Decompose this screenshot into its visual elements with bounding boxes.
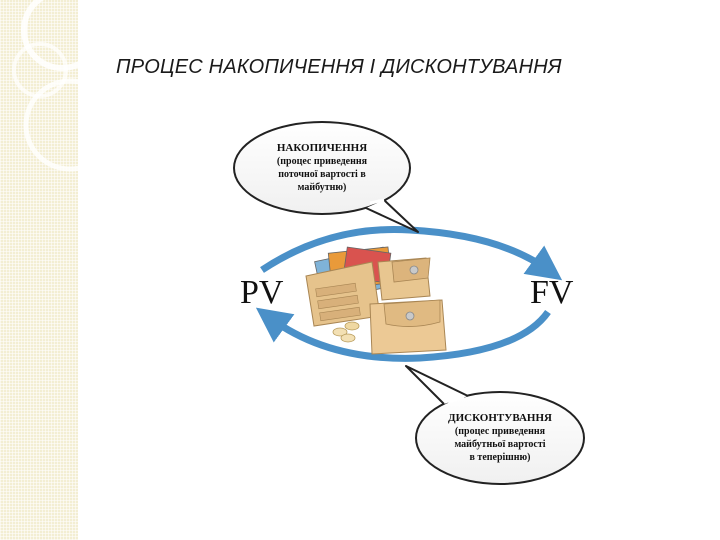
arrow-fv-to-pv (255, 307, 551, 362)
bottom-bubble-line: (процес приведення (454, 426, 546, 437)
bottom-bubble-line: в теперішню) (469, 452, 531, 463)
decorative-circles-icon (12, 0, 78, 172)
pv-label: PV (240, 274, 284, 311)
fv-label: FV (530, 274, 574, 311)
bottom-speech-bubble (405, 365, 585, 485)
top-bubble-line: поточної вартості в (278, 169, 366, 180)
bottom-bubble-text: ДИСКОНТУВАННЯ (процес приведення майбутн… (440, 412, 560, 464)
top-bubble-line: майбутню) (297, 182, 347, 193)
top-bubble-text: НАКОПИЧЕННЯ (процес приведення поточної … (262, 142, 382, 194)
page-title: ПРОЦЕС НАКОПИЧЕННЯ І ДИСКОНТУВАННЯ (116, 56, 562, 78)
top-bubble-line: (процес приведення (276, 156, 368, 167)
wallet-with-cash-icon (305, 246, 447, 355)
arrow-pv-to-fv (260, 226, 563, 281)
bottom-bubble-heading: ДИСКОНТУВАННЯ (448, 412, 552, 424)
top-speech-bubble (233, 121, 419, 233)
top-bubble-heading: НАКОПИЧЕННЯ (276, 142, 368, 154)
decorative-side-band (0, 0, 78, 540)
bottom-bubble-line: майбутньої вартості (454, 439, 546, 450)
